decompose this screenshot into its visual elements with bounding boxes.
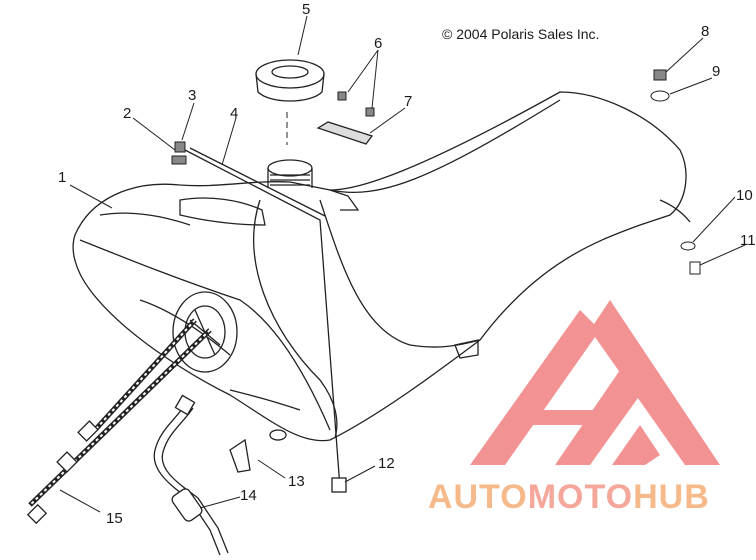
callout-2: 2 bbox=[123, 105, 131, 122]
watermark-part-moto: MOTO bbox=[528, 478, 633, 516]
fuel-tank bbox=[72, 91, 691, 442]
watermark-text: AUTOMOTOHUB bbox=[428, 478, 710, 516]
callout-1: 1 bbox=[58, 169, 66, 186]
callout-12: 12 bbox=[378, 455, 395, 472]
callout-4: 4 bbox=[230, 105, 238, 122]
callout-3: 3 bbox=[188, 87, 196, 104]
leader-lines bbox=[59, 15, 746, 513]
callout-15: 15 bbox=[106, 510, 123, 527]
wire-harness bbox=[26, 318, 212, 525]
callout-10: 10 bbox=[736, 187, 753, 204]
fuel-line bbox=[153, 394, 229, 556]
callout-13: 13 bbox=[288, 473, 305, 490]
watermark-part-auto: AUTO bbox=[428, 478, 528, 516]
watermark-part-hub: HUB bbox=[633, 478, 710, 516]
callout-8: 8 bbox=[701, 23, 709, 40]
fuel-cap bbox=[255, 59, 325, 102]
filler-neck bbox=[267, 159, 313, 188]
vent-tube bbox=[184, 147, 347, 493]
callout-7: 7 bbox=[404, 93, 412, 110]
callout-11: 11 bbox=[740, 232, 756, 249]
callout-14: 14 bbox=[240, 487, 257, 504]
callout-6: 6 bbox=[374, 35, 382, 52]
watermark-logo bbox=[470, 300, 720, 465]
bolts bbox=[171, 69, 701, 275]
bracket bbox=[316, 121, 374, 145]
copyright-text: © 2004 Polaris Sales Inc. bbox=[442, 26, 599, 42]
callout-9: 9 bbox=[712, 63, 720, 80]
clamp bbox=[229, 429, 287, 473]
callout-numbers: 1 2 3 4 5 6 7 8 9 10 11 12 13 14 15 bbox=[58, 1, 756, 527]
callout-5: 5 bbox=[302, 1, 310, 18]
